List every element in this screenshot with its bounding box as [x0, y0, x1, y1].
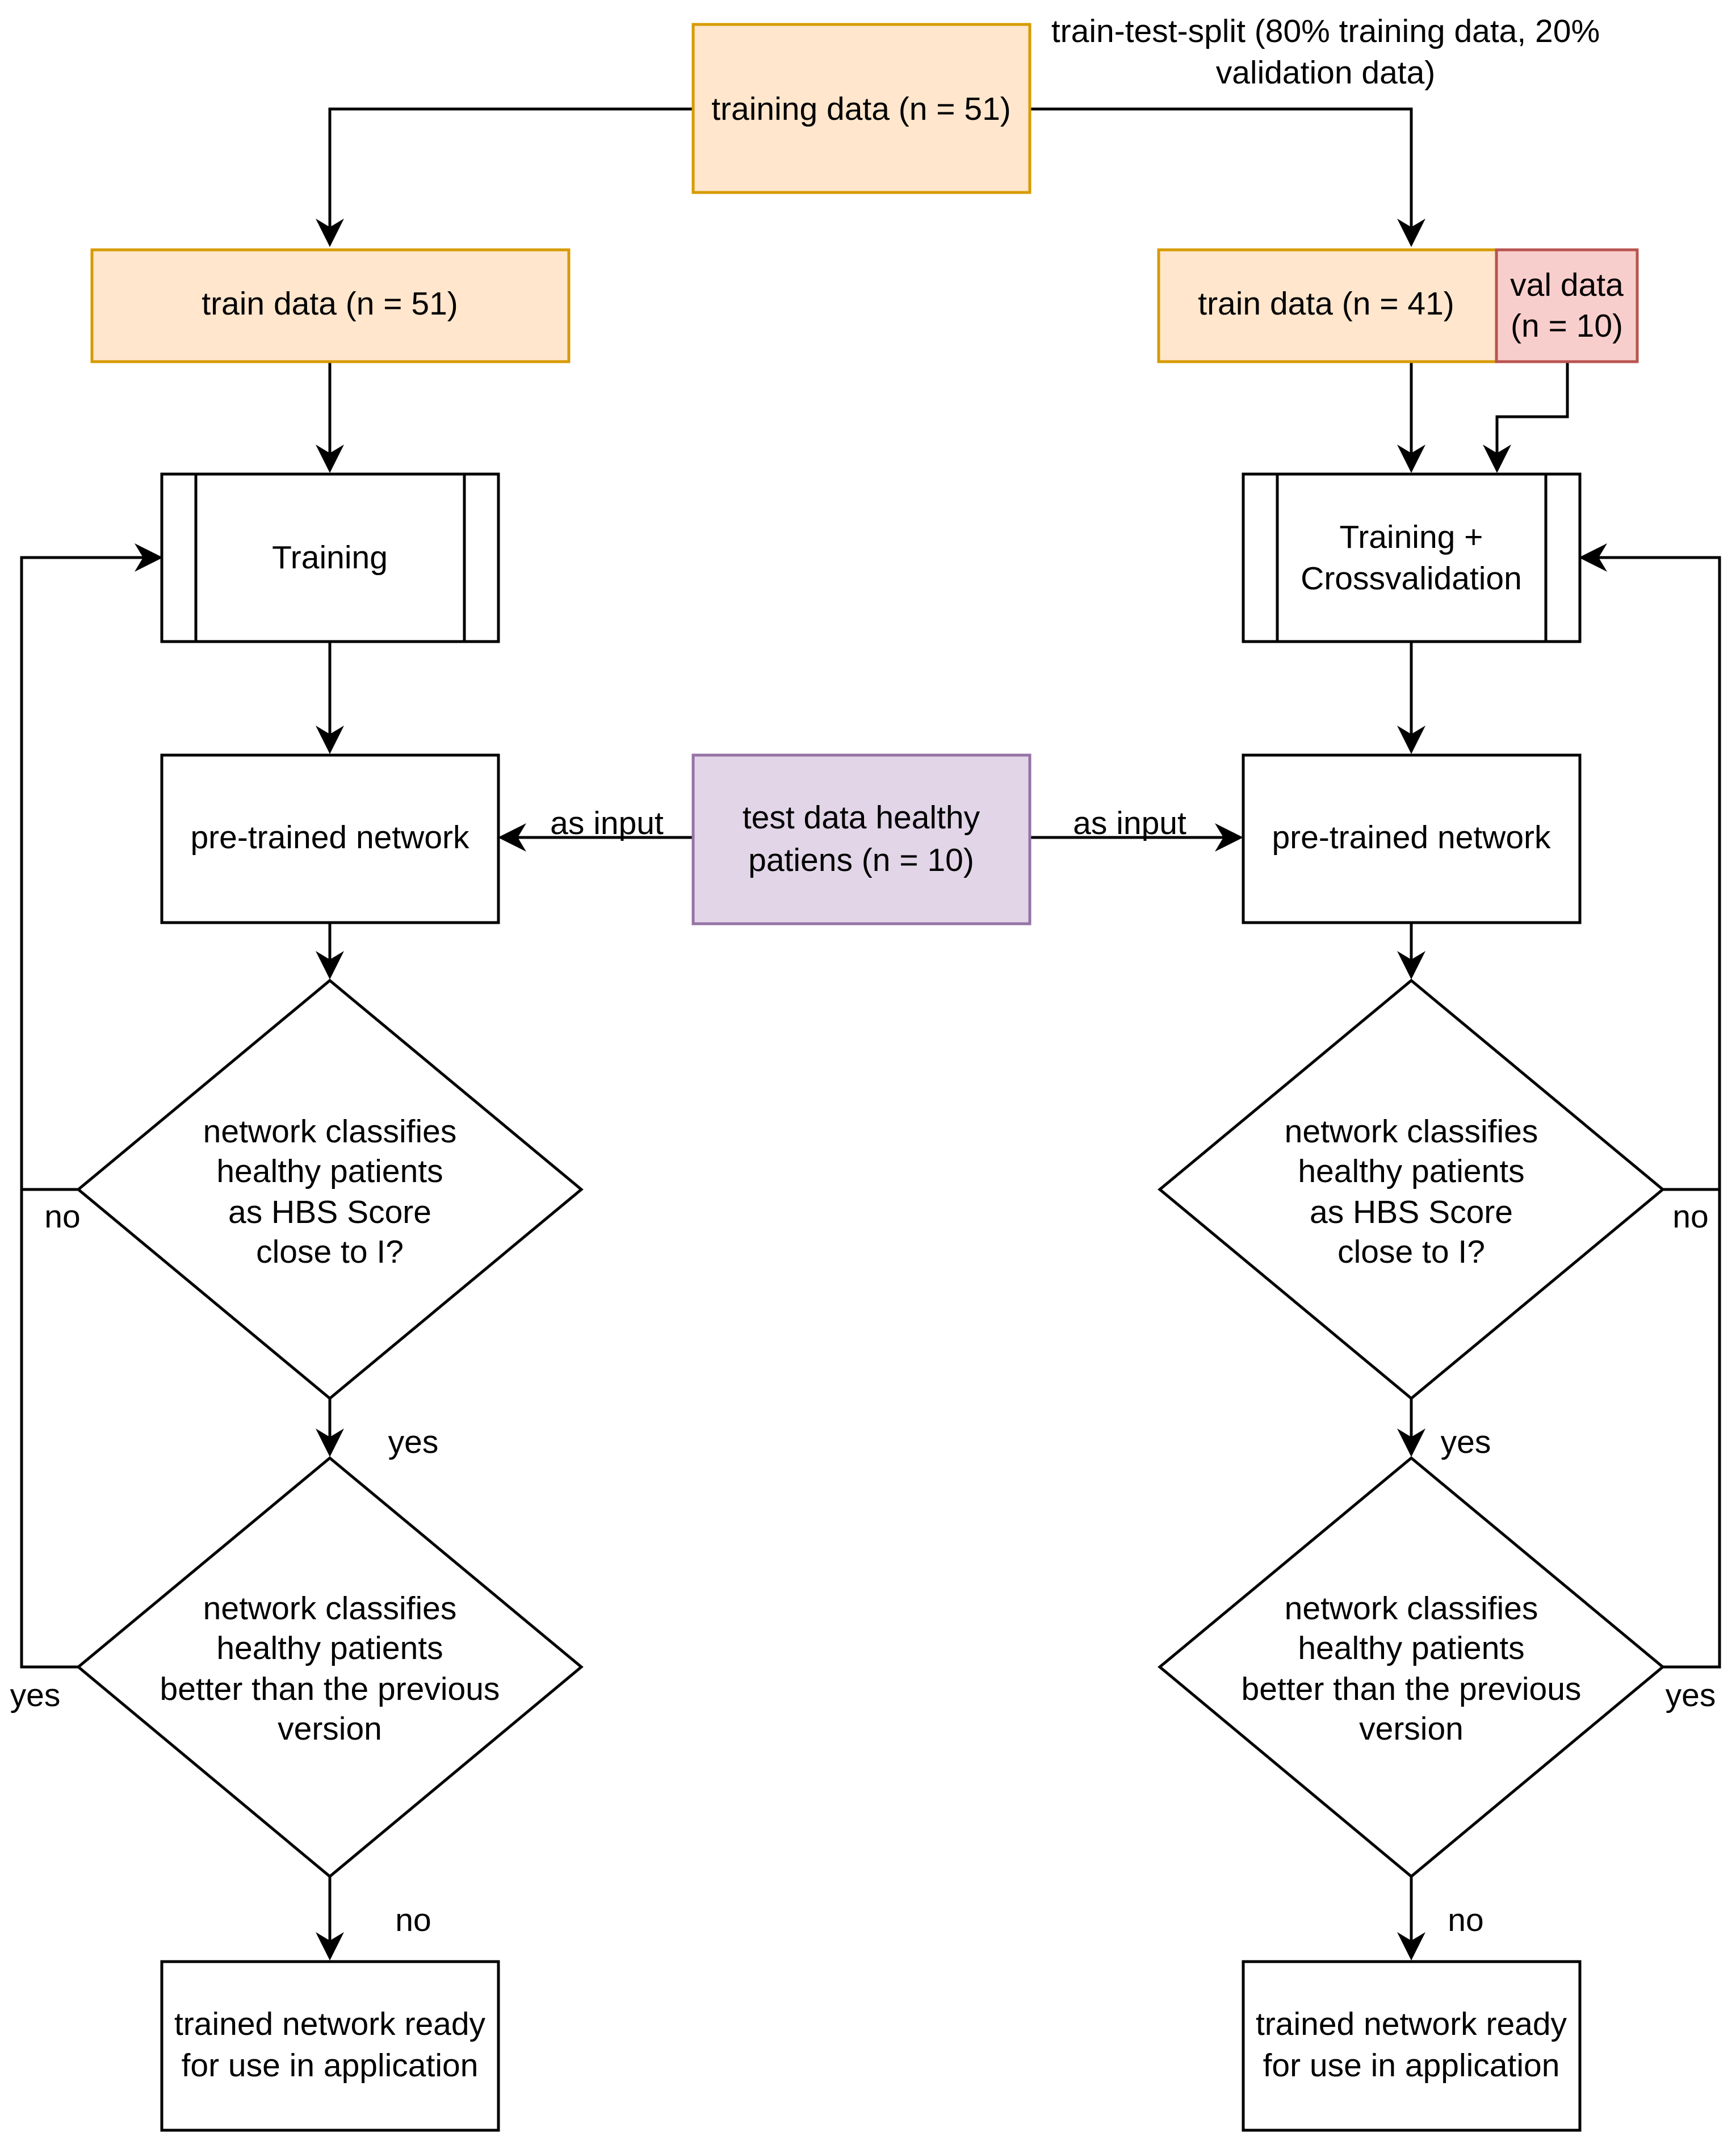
left-final-line-1: trained network ready: [174, 2006, 486, 2042]
arrow-left-no-loop: [20, 543, 163, 1191]
test-data-line-2: patiens (n = 10): [748, 842, 974, 878]
left-decision1-line-4: close to I?: [256, 1234, 404, 1270]
left-yes-label: yes: [388, 1424, 439, 1460]
left-decision-better-than-previous: [76, 1456, 584, 1879]
right-decision2-line-3: better than the previous: [1242, 1671, 1582, 1707]
right-final-line-1: trained network ready: [1256, 2006, 1567, 2042]
right-decision2-line-2: healthy patients: [1298, 1630, 1524, 1666]
split-note-line-2: validation data): [1216, 55, 1436, 91]
val-data-line-1: val data: [1510, 267, 1624, 303]
left-training-process: [160, 472, 500, 643]
right-decision2-line-4: version: [1359, 1711, 1464, 1747]
left-no-label: no: [44, 1199, 80, 1235]
left-decision2-line-4: version: [278, 1711, 382, 1747]
line-right-yes-loop: [1663, 1189, 1721, 1669]
as-input-left-label: as input: [550, 805, 664, 841]
left-decision-close-to-one: [76, 978, 584, 1401]
split-note-line-1: train-test-split (80% training data, 20%: [1051, 13, 1600, 49]
right-final-box: [1242, 1960, 1582, 2132]
left-training-label: Training: [272, 539, 388, 576]
left-no-exit-label: no: [395, 1902, 431, 1938]
arrow-right-no-loop: [1579, 543, 1721, 1191]
right-decision1-line-2: healthy patients: [1298, 1153, 1524, 1189]
left-final-line-2: for use in application: [182, 2047, 479, 2084]
right-no-label: no: [1672, 1199, 1708, 1235]
right-train-data-label: train data (n = 41): [1198, 286, 1454, 322]
left-train-data-label: train data (n = 51): [202, 286, 458, 322]
left-train-data-box: [90, 248, 571, 363]
right-decision-better-than-previous: [1158, 1456, 1665, 1879]
val-data-line-2: (n = 10): [1511, 308, 1623, 344]
arrow-training-to-right-train: [1030, 107, 1425, 247]
right-decision-close-to-one: [1158, 978, 1665, 1401]
left-pretrained-network-label: pre-trained network: [190, 819, 469, 856]
right-pretrained-network-label: pre-trained network: [1272, 819, 1551, 856]
right-process-line-2: Crossvalidation: [1301, 560, 1522, 597]
arrow-training-to-left-train: [316, 107, 693, 247]
right-decision2-line-1: network classifies: [1285, 1590, 1538, 1627]
right-decision1-line-1: network classifies: [1285, 1113, 1538, 1150]
training-data-box: [691, 23, 1031, 194]
training-data-label: training data (n = 51): [711, 91, 1011, 127]
right-decision1-line-4: close to I?: [1337, 1234, 1485, 1270]
right-yes-exit-label: yes: [1666, 1677, 1716, 1714]
right-decision1-line-3: as HBS Score: [1310, 1194, 1513, 1230]
val-data-box: [1495, 248, 1639, 363]
right-no-exit-label: no: [1448, 1902, 1483, 1938]
left-yes-exit-label: yes: [10, 1677, 61, 1714]
test-data-line-1: test data healthy: [743, 799, 980, 836]
arrow-val-to-training: [1483, 362, 1569, 473]
as-input-right-label: as input: [1073, 805, 1186, 841]
right-training-crossvalidation-process: [1242, 472, 1582, 643]
line-left-yes-loop: [20, 1189, 78, 1669]
right-yes-label: yes: [1441, 1424, 1491, 1460]
left-decision2-line-3: better than the previous: [160, 1671, 500, 1707]
left-decision2-line-1: network classifies: [203, 1590, 457, 1627]
left-decision2-line-2: healthy patients: [216, 1630, 443, 1666]
right-final-line-2: for use in application: [1263, 2047, 1560, 2084]
right-pretrained-network-box: [1242, 753, 1582, 924]
left-final-box: [160, 1960, 500, 2132]
right-process-line-1: Training +: [1340, 519, 1483, 555]
left-pretrained-network-box: [160, 753, 500, 924]
right-train-data-box: [1157, 248, 1498, 363]
left-decision1-line-3: as HBS Score: [228, 1194, 431, 1230]
test-data-box: [691, 753, 1031, 925]
left-decision1-line-1: network classifies: [203, 1113, 457, 1150]
connectors: [20, 107, 1721, 1960]
left-decision1-line-2: healthy patients: [216, 1153, 443, 1189]
